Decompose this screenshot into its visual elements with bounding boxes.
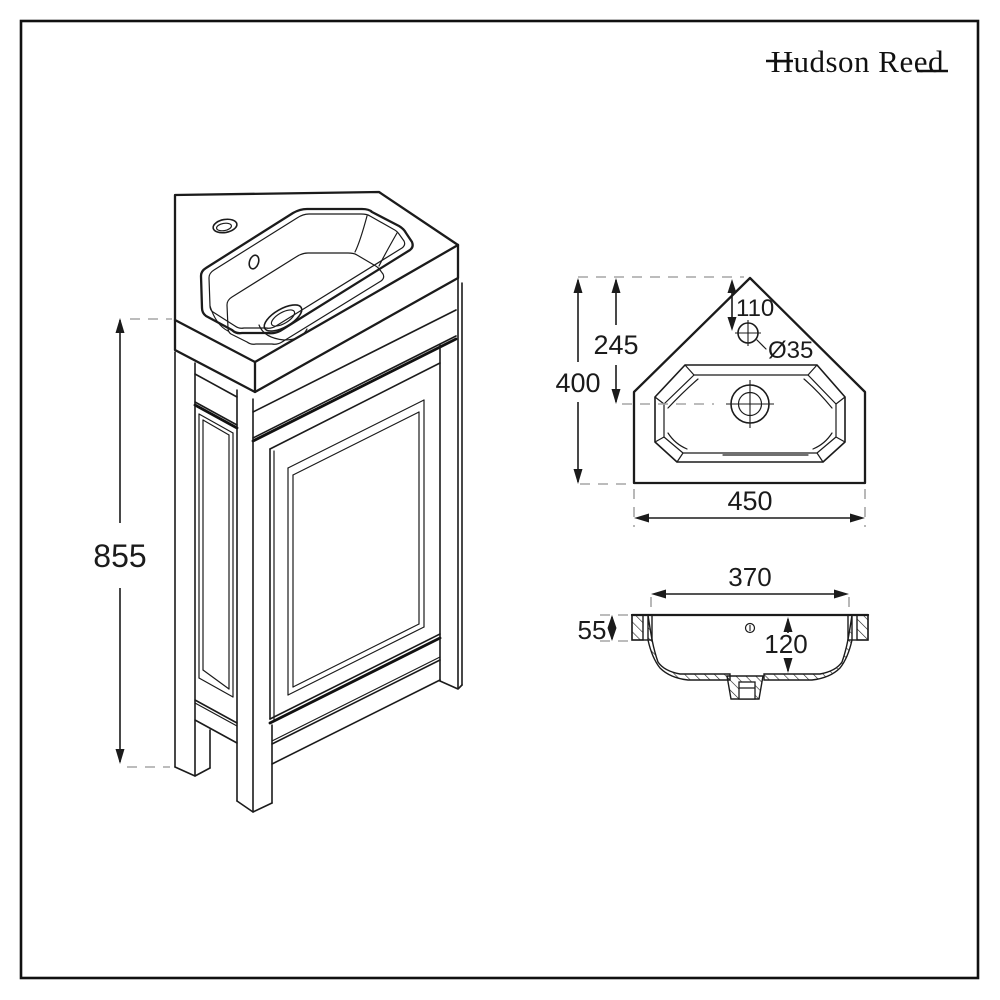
dimension-400: 400 [555,278,601,484]
section-drain [726,675,764,700]
bowl-outer-rim [199,207,414,335]
dimension-label-height: 855 [93,538,146,574]
bowl-floor [226,252,385,345]
tap-hole [212,218,238,234]
dimension-110: 110 [727,279,774,331]
drain-hole [258,304,308,341]
dimension-245: 245 [593,278,639,404]
iso-legs [174,277,463,813]
right-rim-section [856,614,869,641]
right-wall-section [763,614,853,681]
plan-drain [726,380,774,428]
dimension-450: 450 [634,486,865,523]
section-view: 370 55 120 [578,562,870,700]
dimension-855: 855 [93,318,172,768]
plan-tap-hole [735,320,761,346]
dimension-label-bowl-depth: 120 [764,629,807,659]
section-ceramic [630,613,870,700]
iso-side-panel [193,373,239,744]
dimension-120: 120 [764,617,808,673]
logo-text: Hudson Reed [771,44,944,79]
page-border [19,19,980,980]
brand-logo: Hudson Reed [766,44,948,79]
dimension-label-depth: 400 [555,368,600,398]
left-rim-section [631,614,644,641]
dimension-55: 55 [578,615,617,645]
arrowhead-down [115,749,125,764]
plan-bowl [654,320,846,463]
iso-cabinet [174,277,463,813]
iso-bowl [199,207,414,345]
dimension-label-width: 450 [727,486,772,516]
dimension-label-tap-offset: 110 [736,295,774,322]
plan-outline [632,276,867,485]
iso-door [251,309,458,765]
dimension-370: 370 [651,562,849,599]
arrowhead-up [115,318,125,333]
dimension-label-rim-height: 55 [578,615,607,645]
isometric-view: 855 [93,190,463,813]
dimension-label-bowl-center: 245 [593,330,638,360]
dimension-tap-diameter: Ø35 [756,337,813,364]
overflow-hole [248,254,260,270]
left-wall-section [647,614,731,681]
plan-view: 400 245 110 Ø35 450 [555,276,867,527]
dimension-label-tap-diameter: Ø35 [768,337,813,364]
overflow-marker [744,622,756,634]
dimension-label-bowl-width: 370 [728,562,771,592]
